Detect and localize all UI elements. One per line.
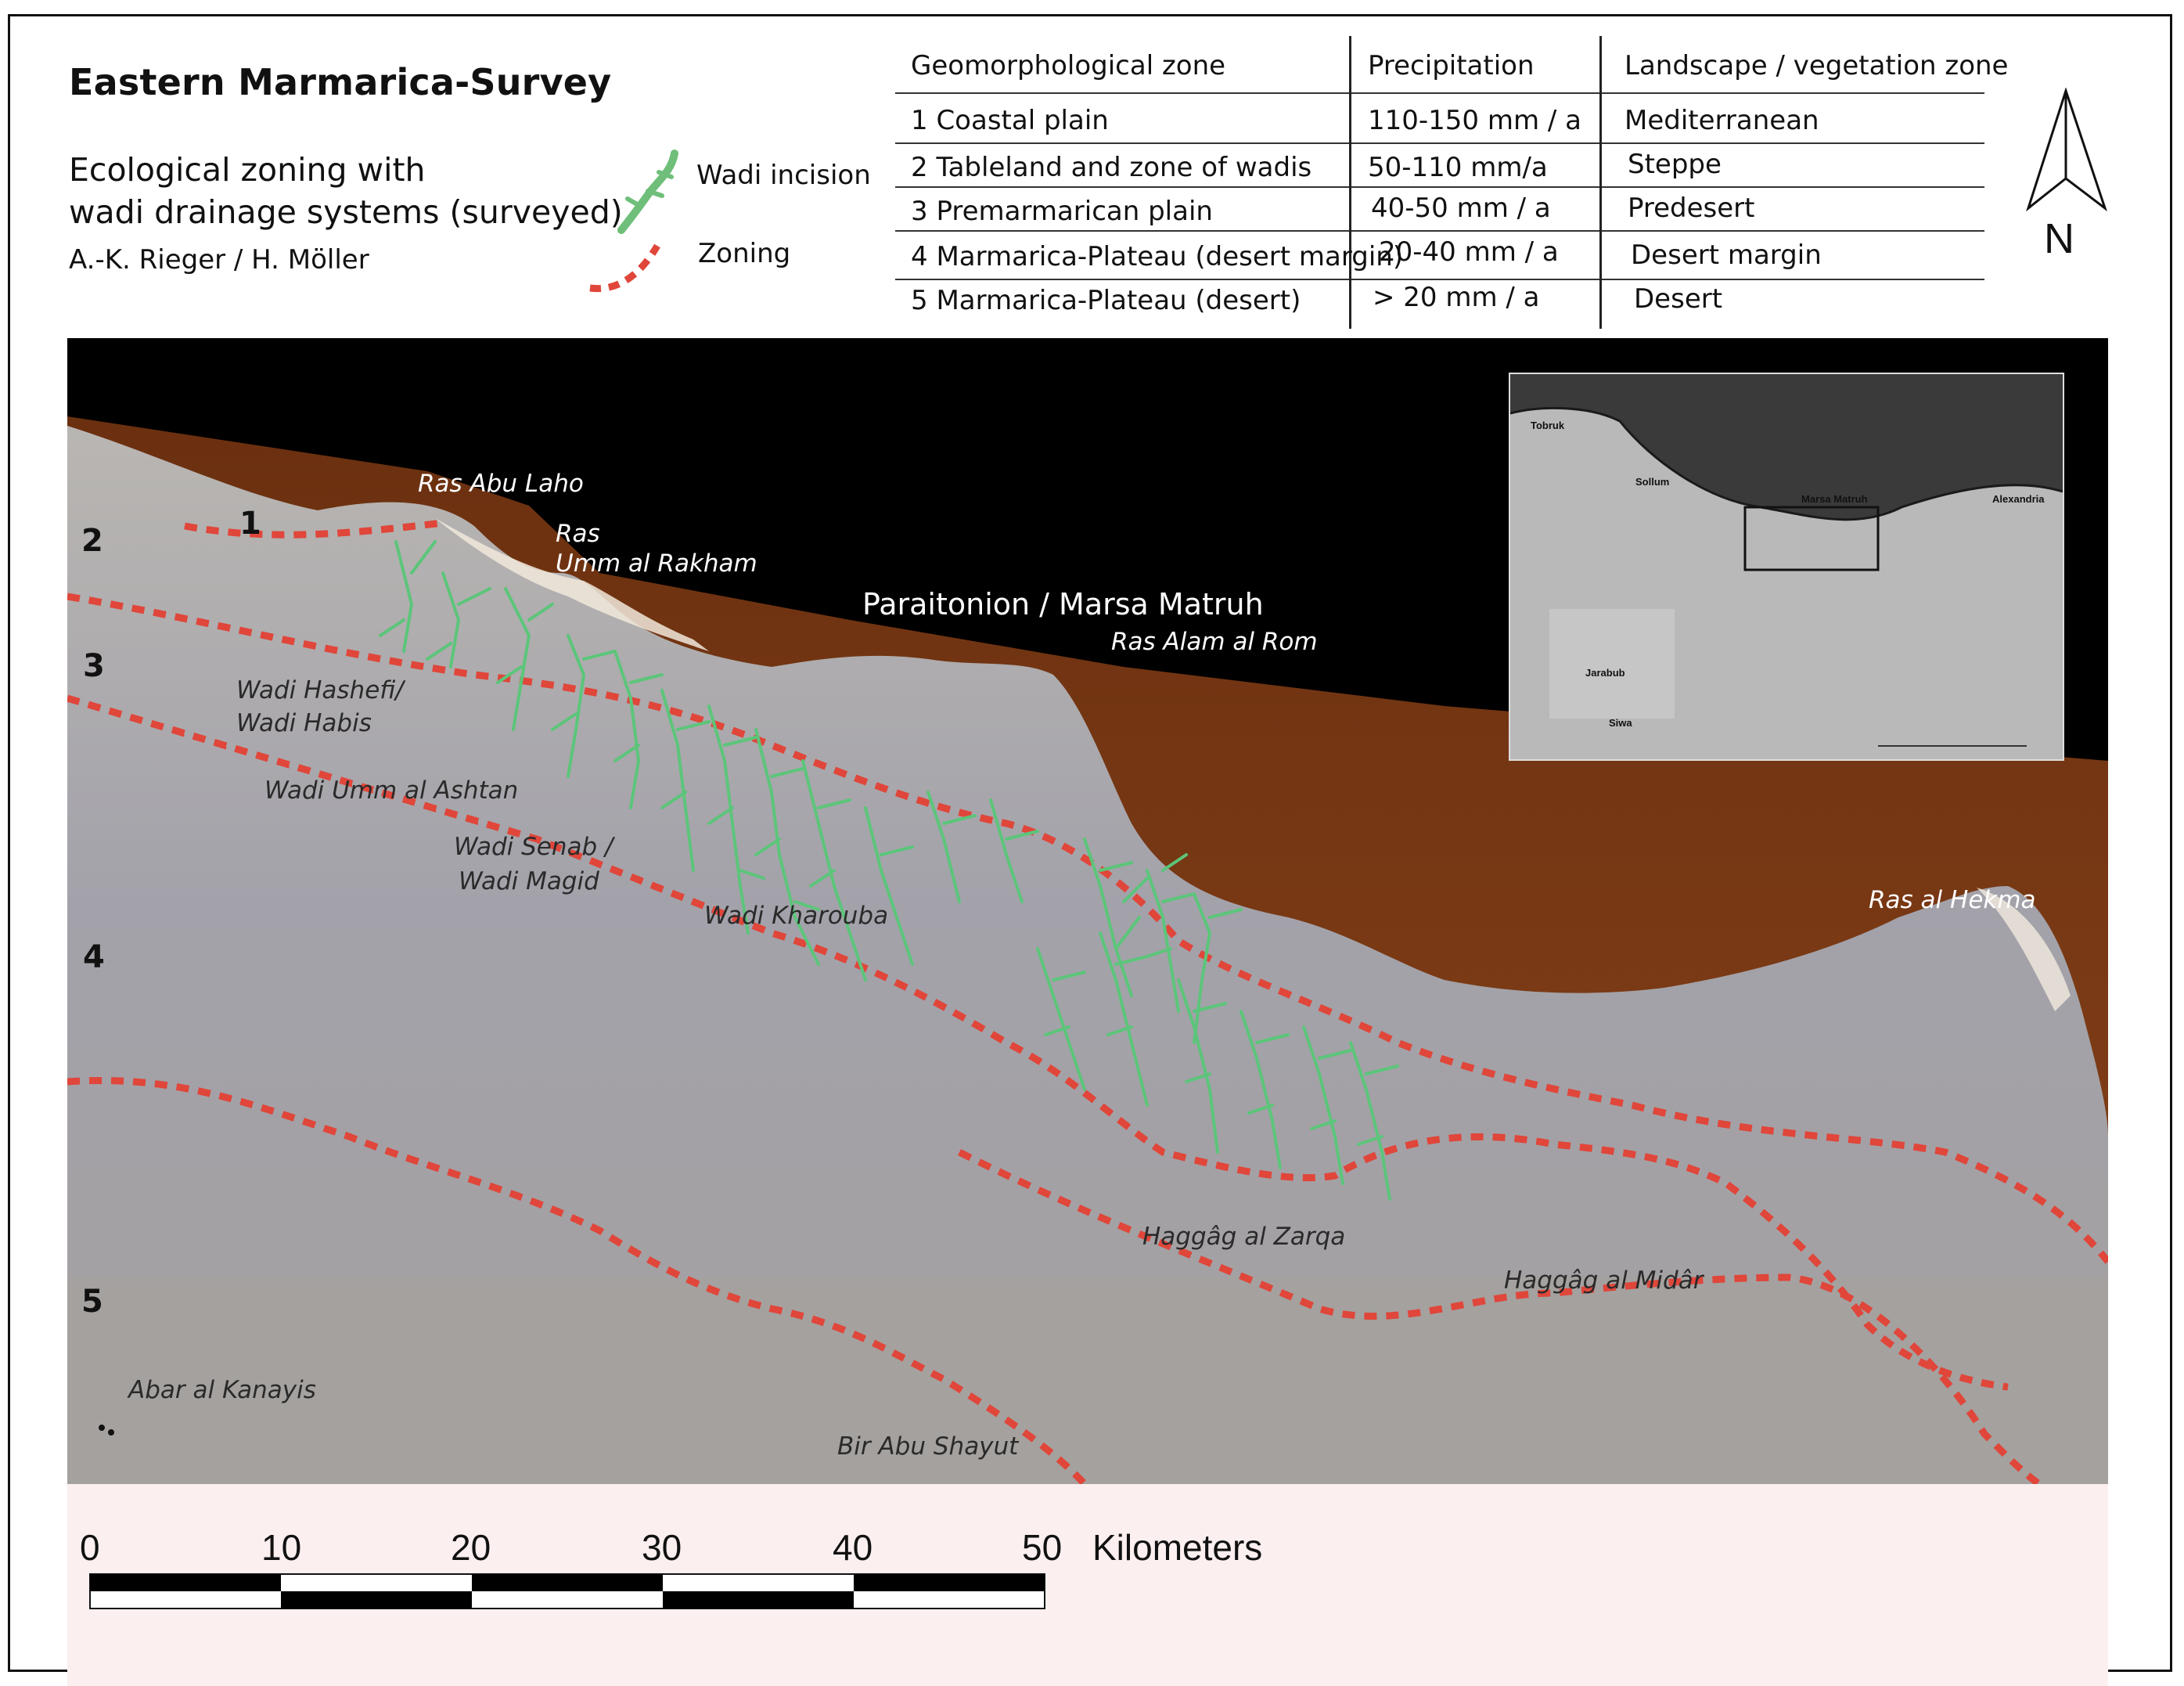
inset-sea <box>1510 374 2063 520</box>
subtitle-line-2: wadi drainage systems (surveyed) <box>69 193 623 231</box>
zoning-legend-icon <box>589 243 660 293</box>
table-row-zone: 4 Marmarica-Plateau (desert margin) <box>911 241 1404 272</box>
zoning-line-1 <box>184 519 444 539</box>
place-wadi-kharouba: Wadi Kharouba <box>704 902 889 930</box>
place-haggag-al-zarqa: Haggâg al Zarqa <box>1142 1223 1346 1251</box>
scale-bar <box>89 1573 1045 1609</box>
desert-tint <box>67 1277 2108 1484</box>
scale-bar-segments <box>90 1574 1045 1609</box>
table-row-precip: > 20 mm / a <box>1373 282 1540 313</box>
place-ras-umm-line2: Umm al Rakham <box>556 549 757 578</box>
zoning-line-3 <box>67 694 2009 1391</box>
scale-tick-30: 30 <box>642 1527 682 1568</box>
inset-terrain <box>1549 609 1675 719</box>
table-row-landscape: Desert <box>1634 283 1723 315</box>
inset-canvas <box>1510 374 2063 759</box>
place-ras-abu-laho: Ras Abu Laho <box>418 470 584 498</box>
inset-survey-area-box <box>1743 506 1880 571</box>
table-row-landscape: Mediterranean <box>1625 105 1819 136</box>
scale-segment <box>472 1574 663 1591</box>
table-column-divider <box>1349 36 1351 329</box>
place-paraitonion: Paraitonion / Marsa Matruh <box>862 587 1264 621</box>
place-abar-al-kanayis: Abar al Kanayis <box>128 1376 316 1404</box>
wadi-legend-label: Wadi incision <box>696 160 871 191</box>
zone-number-2: 2 <box>81 523 103 559</box>
inset-label-alexandria: Alexandria <box>1992 493 2045 505</box>
site-dot <box>99 1425 105 1431</box>
table-row-landscape: Steppe <box>1628 149 1722 180</box>
table-divider <box>895 230 1984 232</box>
table-header-zone: Geomorphological zone <box>911 50 1226 81</box>
wadi-legend-icon <box>617 150 678 234</box>
zoning-line-5 <box>957 1148 2042 1484</box>
table-row-precip: 40-50 mm / a <box>1371 193 1551 224</box>
north-label: N <box>2044 215 2074 262</box>
inset-label-siwa: Siwa <box>1609 717 1632 729</box>
place-ras-alam-al-rom: Ras Alam al Rom <box>1111 628 1318 656</box>
table-divider <box>895 186 1984 188</box>
scale-tick-40: 40 <box>833 1527 873 1568</box>
place-haggag-al-midar: Haggâg al Midâr <box>1504 1266 1704 1295</box>
place-ras-umm-line1: Ras <box>556 520 600 548</box>
zoning-lines <box>67 519 2108 1484</box>
inset-label-marsa-matruh: Marsa Matruh <box>1801 493 1868 505</box>
inset-label-tobruk: Tobruk <box>1531 420 1565 431</box>
scale-segment <box>90 1574 281 1591</box>
table-row-precip: 110-150 mm / a <box>1368 105 1582 136</box>
zone-number-1: 1 <box>239 506 261 542</box>
site-dot <box>108 1429 114 1436</box>
table-row-zone: 2 Tableland and zone of wadis <box>911 152 1312 183</box>
zoning-line-2 <box>67 593 2108 1264</box>
place-wadi-umm-al-ashtan: Wadi Umm al Ashtan <box>264 776 519 805</box>
table-row-zone: 5 Marmarica-Plateau (desert) <box>911 285 1301 316</box>
coastal-sand <box>435 518 709 651</box>
table-divider <box>895 92 1984 94</box>
scale-tick-20: 20 <box>451 1527 491 1568</box>
table-divider <box>895 142 1984 144</box>
table-row-landscape: Predesert <box>1628 193 1755 224</box>
table-header-precipitation: Precipitation <box>1368 50 1535 81</box>
table-row-landscape: Desert margin <box>1631 240 1822 271</box>
table-row-precip: 50-110 mm/a <box>1368 152 1548 183</box>
scale-segment <box>281 1591 472 1609</box>
scale-segment <box>854 1574 1045 1591</box>
place-wadi-senab-line1: Wadi Senab / <box>454 833 613 861</box>
map-authors: A.-K. Rieger / H. Möller <box>69 244 369 276</box>
place-wadi-senab-line2: Wadi Magid <box>459 867 599 895</box>
wadi-network <box>379 540 1399 1201</box>
inset-overview-map: Tobruk Sollum Marsa Matruh Alexandria Ja… <box>1509 373 2064 761</box>
scale-tick-50: 50 <box>1022 1527 1063 1568</box>
subtitle-line-1: Ecological zoning with <box>69 151 426 189</box>
zone-number-3: 3 <box>83 648 105 684</box>
place-wadi-hashefi-line1: Wadi Hashefi/ <box>236 676 404 704</box>
map-title: Eastern Marmarica-Survey <box>69 61 612 103</box>
table-row-precip: 20-40 mm / a <box>1379 236 1559 268</box>
satellite-map: 1 2 3 4 5 Ras Abu Laho Ras Umm al Rakham… <box>67 338 2108 1484</box>
table-row-zone: 1 Coastal plain <box>911 105 1109 136</box>
place-ras-al-hekma: Ras al Hekma <box>1869 886 2036 914</box>
scale-tick-10: 10 <box>261 1527 302 1568</box>
zoning-legend-label: Zoning <box>698 238 791 269</box>
north-arrow-icon <box>2026 88 2107 212</box>
map-subtitle: Ecological zoning with wadi drainage sys… <box>69 149 623 233</box>
map-canvas <box>67 338 2108 1484</box>
table-header-landscape: Landscape / vegetation zone <box>1625 50 2009 81</box>
inset-label-sollum: Sollum <box>1635 476 1670 488</box>
zone-number-4: 4 <box>83 939 105 975</box>
zone-table: Geomorphological zone Precipitation Land… <box>892 31 2008 329</box>
coastal-sand <box>1977 888 2071 1011</box>
scale-segment <box>663 1591 854 1609</box>
scale-unit: Kilometers <box>1092 1527 1263 1568</box>
table-divider <box>895 279 1984 280</box>
inset-label-jarabub: Jarabub <box>1585 667 1625 679</box>
place-wadi-hashefi-line2: Wadi Habis <box>236 709 372 737</box>
place-bir-abu-shayut: Bir Abu Shayut <box>837 1432 1019 1461</box>
zone-number-5: 5 <box>81 1284 103 1320</box>
table-row-zone: 3 Premarmarican plain <box>911 196 1213 227</box>
table-column-divider <box>1599 36 1602 329</box>
zoning-line-4 <box>67 1076 1088 1484</box>
scale-tick-0: 0 <box>80 1527 100 1568</box>
